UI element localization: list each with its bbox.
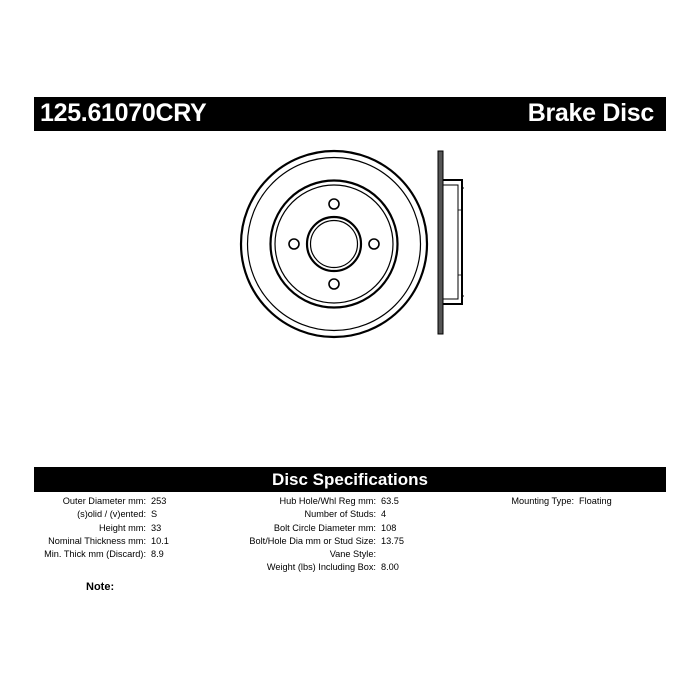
spec-column-1: Outer Diameter mm: 253 (s)olid / (v)ented… [34,495,169,561]
spec-label: Height mm: [99,522,146,533]
spec-label: Vane Style: [329,549,376,560]
spec-row: Vane Style: [240,548,376,561]
spec-value: 63.5 [381,496,399,506]
spec-label: Number of Studs: [304,509,377,520]
spec-label: Min. Thick mm (Discard): [44,549,146,560]
spec-row: Hub Hole/Whl Reg mm: 63.5 [240,495,399,508]
spec-label: Bolt Circle Diameter mm: [273,522,376,533]
spec-value: 108 [381,522,397,533]
spec-value: 253 [151,496,167,506]
hub-hole-inner [309,219,359,269]
spec-row: Number of Studs: 4 [240,508,387,521]
spec-label: (s)olid / (v)ented: [77,509,146,520]
stud-hole-top [328,198,340,210]
stud-hole-left [288,238,300,250]
spec-label: Mounting Type: [511,496,574,506]
spec-value: 8.9 [151,549,164,560]
hat-section-outline [443,179,463,305]
header-bar: 125.61070CRY Brake Disc [34,97,666,131]
spec-value: Floating [579,496,612,506]
spec-label: Nominal Thickness mm: [48,535,146,546]
note-label: Note: [86,581,115,593]
front-view [239,149,429,339]
stud-hole-bottom [328,278,340,290]
spec-title: Disc Specifications [272,470,428,489]
part-number: 125.61070CRY [40,99,207,127]
spec-bar: Disc Specifications [34,467,666,492]
braking-surface-section [437,150,444,335]
spec-column-3: Mounting Type: Floating [470,495,611,508]
spec-row: Min. Thick mm (Discard): 8.9 [34,548,164,561]
spec-row: Height mm: 33 [34,522,161,535]
spec-value: S [151,509,158,520]
spec-value: 10.1 [151,535,169,546]
spec-row: (s)olid / (v)ented: S [34,508,157,521]
spec-row: Weight (lbs) Including Box: 8.00 [240,561,399,574]
spec-row: Mounting Type: Floating [470,495,611,508]
hat-outer-edge [269,179,399,309]
spec-value: 13.75 [381,535,404,546]
spec-column-2: Hub Hole/Whl Reg mm: 63.5 Number of Studs… [240,495,404,575]
product-type: Brake Disc [527,99,655,127]
spec-value: 4 [381,509,387,520]
disc-inner-ring [246,156,422,332]
spec-row: Outer Diameter mm: 253 [34,495,167,508]
spec-row: Bolt/Hole Dia mm or Stud Size: 13.75 [240,535,404,548]
side-view [437,150,464,335]
spec-row: Nominal Thickness mm: 10.1 [34,535,169,548]
hat-inner-ring [274,184,394,304]
spec-row: Bolt Circle Diameter mm: 108 [240,522,396,535]
stud-hole-right [368,238,380,250]
spec-label: Hub Hole/Whl Reg mm: [279,496,377,506]
spec-label: Weight (lbs) Including Box: [266,562,376,573]
disc-outer-edge [239,149,429,339]
hub-hole-outer [305,215,363,273]
spec-value: 8.00 [381,562,399,573]
spec-label: Outer Diameter mm: [62,496,146,506]
spec-label: Bolt/Hole Dia mm or Stud Size: [249,535,376,546]
spec-value: 33 [151,522,162,533]
hat-section-inner [443,184,459,300]
